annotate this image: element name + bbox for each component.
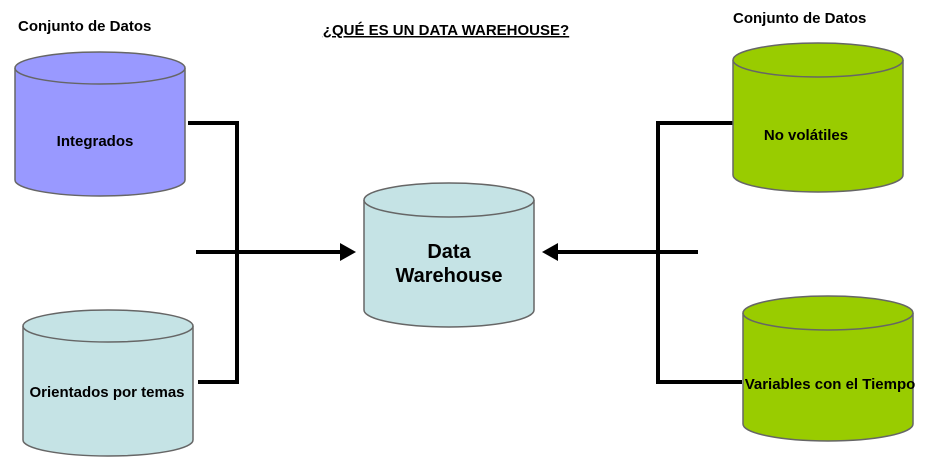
label-data: Data <box>427 241 471 263</box>
left-arrowhead <box>340 243 356 261</box>
cylinder-integrados <box>14 51 186 197</box>
cylinder-orientados <box>22 309 194 457</box>
label-integrados: Integrados <box>57 133 134 150</box>
right-arrowhead <box>542 243 558 261</box>
header-right: Conjunto de Datos <box>733 10 866 27</box>
diagram-title: ¿QUÉ ES UN DATA WAREHOUSE? <box>323 22 569 39</box>
right-connector <box>552 121 742 384</box>
label-no-volatiles: No volátiles <box>764 127 848 144</box>
label-orientados: Orientados por temas <box>29 384 184 401</box>
header-left: Conjunto de Datos <box>18 18 151 35</box>
label-warehouse: Warehouse <box>395 265 502 287</box>
label-variables-tiempo: Variables con el Tiempo <box>745 376 916 393</box>
cylinder-no-volatiles <box>732 42 904 193</box>
left-connector <box>188 121 348 384</box>
cylinder-data-warehouse <box>363 182 535 328</box>
cylinder-variables-tiempo <box>742 295 914 442</box>
